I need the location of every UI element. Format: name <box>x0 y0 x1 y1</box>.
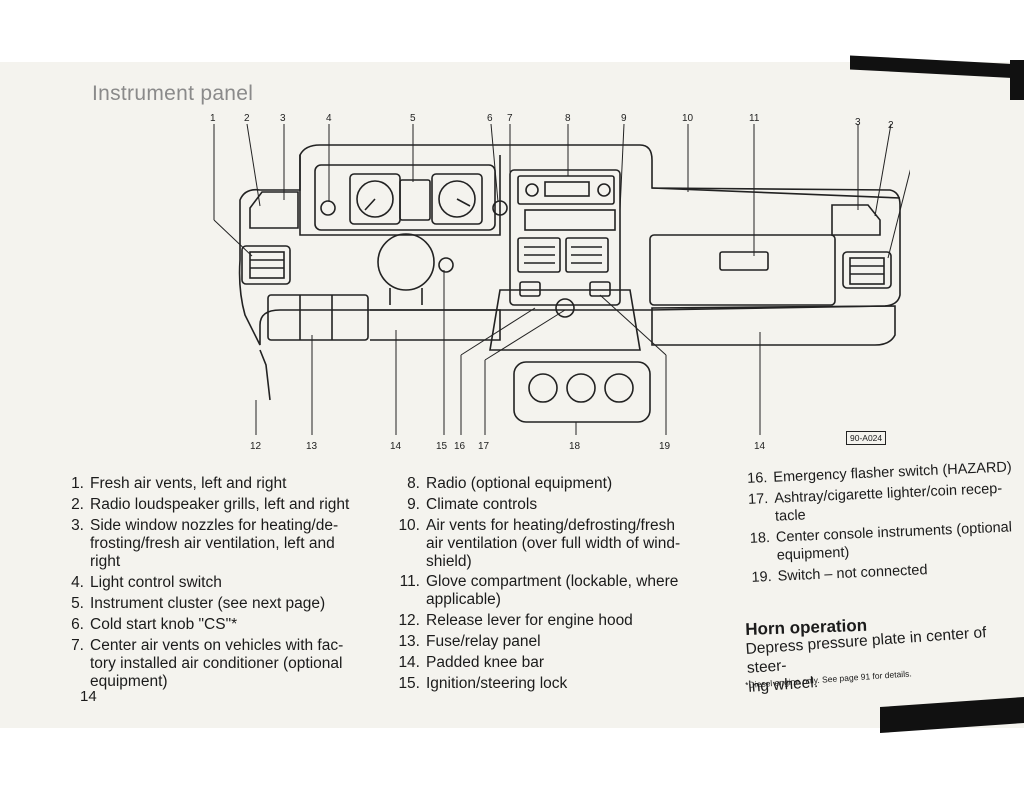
legend-col3: 16.Emergency flasher switch (HAZARD) 17.… <box>745 458 1020 590</box>
callout-9: 9 <box>621 113 627 124</box>
callout-11: 11 <box>749 113 760 124</box>
callout-4: 4 <box>326 113 332 124</box>
callout-14-right: 14 <box>754 441 766 452</box>
figure-code: 90-A024 <box>846 431 887 445</box>
callout-14: 14 <box>390 441 402 452</box>
callout-5: 5 <box>410 113 416 124</box>
instrument-panel-diagram: 1 2 3 4 5 6 7 8 9 10 11 3 2 1 12 13 14 1… <box>210 113 910 452</box>
callout-7: 7 <box>507 113 513 124</box>
callout-6: 6 <box>487 113 493 124</box>
callout-18: 18 <box>569 441 581 452</box>
callout-19: 19 <box>659 441 671 452</box>
callout-8: 8 <box>565 113 571 124</box>
page-title: Instrument panel <box>92 82 254 105</box>
callout-2: 2 <box>244 113 250 124</box>
page-number: 14 <box>80 688 97 705</box>
page-edge-shadow-right <box>1010 60 1024 100</box>
callout-10: 10 <box>682 113 694 124</box>
callout-15: 15 <box>436 441 448 452</box>
callout-3-right: 3 <box>855 117 861 128</box>
callout-12: 12 <box>250 441 262 452</box>
callout-3: 3 <box>280 113 286 124</box>
manual-page <box>0 62 1024 728</box>
callout-17: 17 <box>478 441 490 452</box>
callout-13: 13 <box>306 441 318 452</box>
callout-1: 1 <box>210 113 216 124</box>
callout-16: 16 <box>454 441 466 452</box>
callout-2-right: 2 <box>888 120 894 131</box>
